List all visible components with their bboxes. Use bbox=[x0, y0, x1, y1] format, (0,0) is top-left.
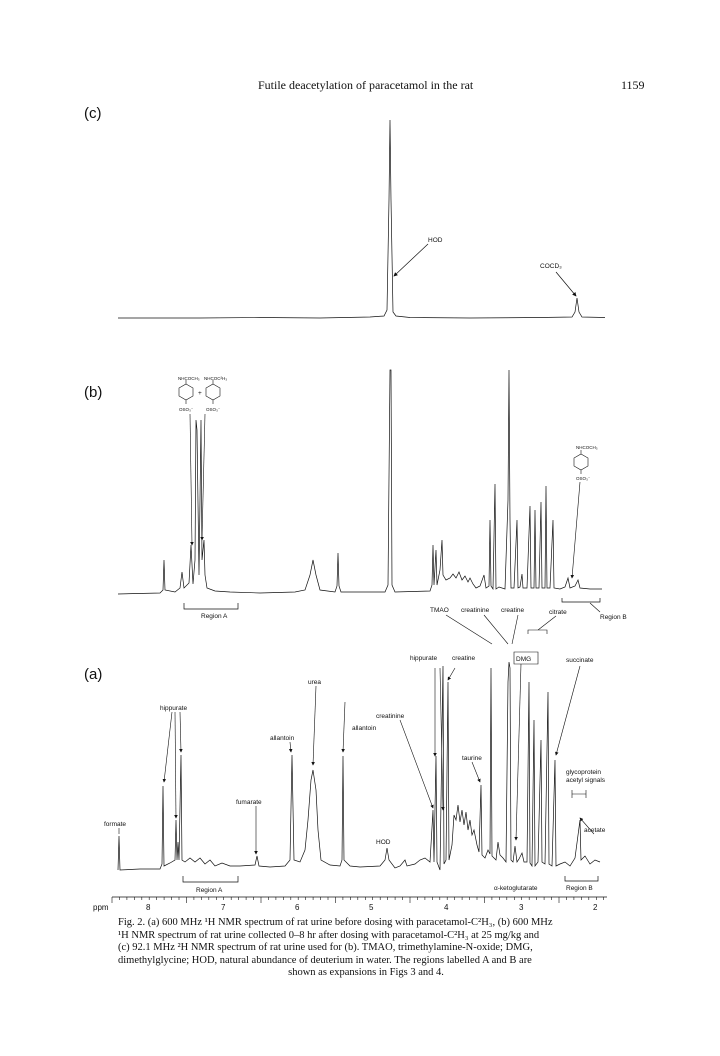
hippurate-left-arrow-2 bbox=[174, 711, 178, 819]
figure-caption: Fig. 2. (a) 600 MHz ¹H NMR spectrum of r… bbox=[118, 917, 614, 980]
structure-label-oso3-middle: OSO₃⁻ bbox=[206, 407, 221, 412]
ppm-tick-2: 2 bbox=[593, 903, 598, 912]
ppm-tick-6: 6 bbox=[295, 903, 300, 912]
spectrum-c-trace bbox=[118, 119, 606, 319]
creatinine-label-a: creatinine bbox=[376, 713, 405, 720]
caption-line: (c) 92.1 MHz ²H NMR spectrum of rat urin… bbox=[118, 942, 533, 954]
alpha-ketoglutarate-label: α-ketoglutarate bbox=[494, 885, 538, 892]
allantoin-left-arrow bbox=[288, 741, 293, 753]
tmao-arrow bbox=[445, 614, 493, 645]
ppm-tick-3: 3 bbox=[519, 903, 524, 912]
running-header-title: Futile deacetylation of paracetamol in t… bbox=[258, 78, 474, 92]
ppm-tick-5: 5 bbox=[369, 903, 374, 912]
structure-arrow-b-right bbox=[570, 481, 581, 579]
structure-arrow-left bbox=[189, 413, 194, 546]
panel-label-c: (c) bbox=[84, 105, 102, 122]
benzene-ring-icon bbox=[573, 450, 589, 474]
creatinine-arrow-a bbox=[399, 719, 434, 809]
panel-label-a: (a) bbox=[84, 666, 103, 683]
region-a-bracket-b bbox=[183, 603, 239, 610]
acetate-label: acetate bbox=[584, 827, 606, 834]
tmao-label: TMAO bbox=[430, 607, 449, 614]
hippurate-left-arrow-1 bbox=[162, 711, 173, 783]
panel-label-b: (b) bbox=[84, 384, 103, 401]
creatine-arrow-b bbox=[511, 614, 519, 645]
hod-label-a: HOD bbox=[376, 839, 391, 846]
structure-arrow-right bbox=[200, 413, 206, 541]
caption-line: ¹H NMR spectrum of rat urine collected 0… bbox=[118, 929, 540, 941]
succinate-arrow bbox=[555, 665, 581, 756]
structure-label-oso3-right: OSO₃⁻ bbox=[576, 476, 591, 481]
creatinine-label-b: creatinine bbox=[461, 607, 490, 614]
creatinine-arrow-b bbox=[483, 614, 509, 645]
ppm-tick-8: 8 bbox=[146, 903, 151, 912]
hippurate-top-arrow-2 bbox=[439, 667, 445, 811]
region-a-label-a: Region A bbox=[196, 887, 223, 894]
spectrum-a-trace bbox=[117, 661, 601, 871]
hippurate-label-left: hippurate bbox=[160, 705, 187, 712]
citrate-label: citrate bbox=[549, 609, 567, 616]
glycoprotein-label: glycoprotein bbox=[566, 769, 601, 776]
allantoin-right-arrow bbox=[341, 701, 346, 753]
spectrum-b-trace bbox=[117, 369, 602, 595]
formate-label: formate bbox=[104, 821, 126, 828]
ppm-tick-7: 7 bbox=[221, 903, 226, 912]
allantoin-label-right: allantoin bbox=[352, 725, 377, 732]
hippurate-left-arrow-3 bbox=[179, 711, 183, 753]
ppm-axis-minor-ticks bbox=[111, 897, 605, 903]
hippurate-label-top: hippurate bbox=[410, 655, 437, 662]
structure-label-nhcoch3-right: NHCOCH₃ bbox=[576, 445, 598, 450]
hod-arrow-c bbox=[393, 243, 429, 277]
acetate-arrow bbox=[579, 817, 595, 835]
nmr-spectra-figure: HOD COCD₃ NHCOCH₃ OSO₃⁻ + NHCOC²H₃ OSO₃⁻… bbox=[93, 119, 627, 912]
region-a-label-b: Region A bbox=[201, 613, 228, 620]
glycoprotein-bracket bbox=[571, 790, 587, 798]
structure-plus-sign: + bbox=[198, 390, 202, 397]
succinate-label: succinate bbox=[566, 657, 594, 664]
fumarate-label: fumarate bbox=[236, 799, 262, 806]
urea-label: urea bbox=[308, 679, 321, 686]
structure-label-oso3-left: OSO₃⁻ bbox=[179, 407, 194, 412]
creatine-label-b: creatine bbox=[501, 607, 525, 614]
urea-arrow bbox=[311, 685, 317, 766]
caption-line: shown as expansions in Figs 3 and 4. bbox=[288, 967, 444, 979]
citrate-bracket bbox=[527, 615, 557, 634]
taurine-arrow bbox=[471, 761, 481, 783]
region-b-label-b: Region B bbox=[600, 614, 627, 621]
page-number: 1159 bbox=[621, 78, 645, 92]
ppm-unit-label: ppm bbox=[93, 903, 109, 912]
structure-label-nhcocd3: NHCOC²H₃ bbox=[204, 376, 227, 381]
caption-line: dimethylglycine; HOD, natural abundance … bbox=[118, 954, 532, 966]
dmg-arrow bbox=[514, 663, 522, 841]
structure-label-nhcoch3-left: NHCOCH₃ bbox=[178, 376, 200, 381]
cocd3-label: COCD₃ bbox=[540, 263, 562, 270]
allantoin-label-left: allantoin bbox=[270, 735, 295, 742]
taurine-label: taurine bbox=[462, 755, 482, 762]
region-a-bracket-a bbox=[182, 876, 239, 883]
benzene-ring-icon bbox=[205, 380, 221, 404]
caption-line: Fig. 2. (a) 600 MHz ¹H NMR spectrum of r… bbox=[118, 917, 553, 928]
acetyl-signals-label: acetyl signals bbox=[566, 777, 606, 784]
cocd3-arrow bbox=[555, 271, 577, 297]
dmg-label: DMG bbox=[516, 656, 531, 663]
region-b-arrow-b bbox=[589, 602, 601, 613]
region-b-bracket-a bbox=[564, 876, 599, 882]
region-b-bracket-b bbox=[561, 598, 601, 603]
dmg-box bbox=[513, 651, 539, 665]
benzene-ring-icon bbox=[178, 380, 194, 404]
hod-label-c: HOD bbox=[428, 237, 443, 244]
ppm-tick-4: 4 bbox=[444, 903, 449, 912]
region-b-label-a: Region B bbox=[566, 885, 593, 892]
creatine-label-a: creatine bbox=[452, 655, 476, 662]
creatine-arrow-a bbox=[447, 667, 456, 681]
